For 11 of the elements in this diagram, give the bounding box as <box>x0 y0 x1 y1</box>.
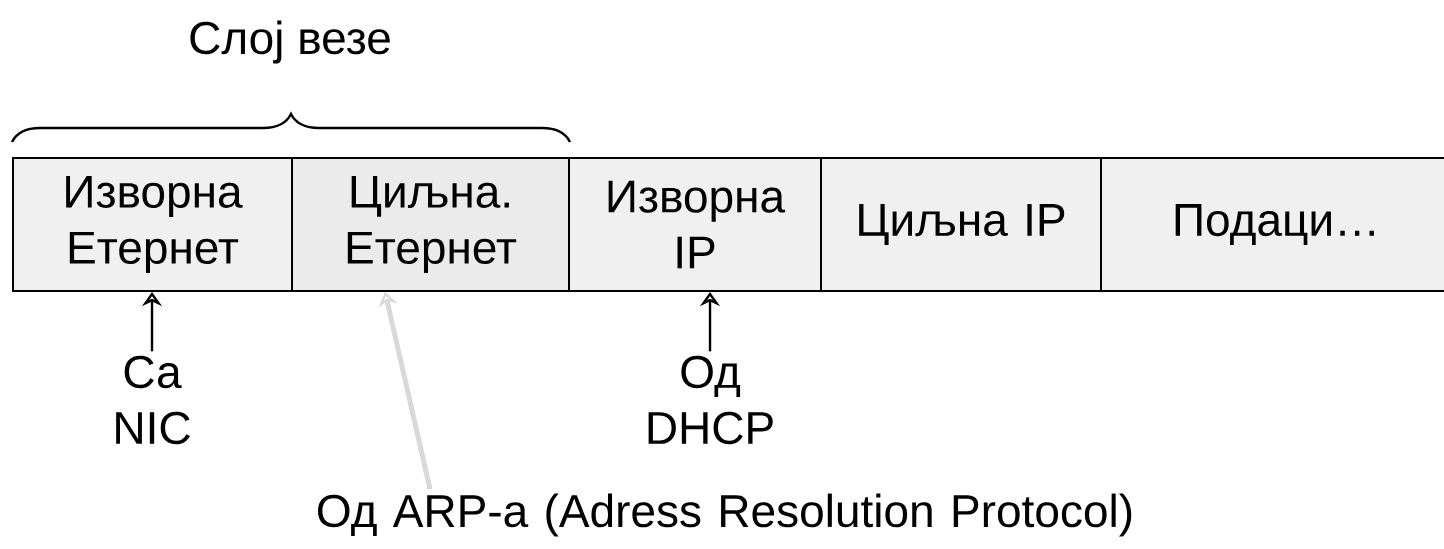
header-field-box: Изворна IP <box>568 157 822 292</box>
source-label: Од ARP-a (Adress Resolution Protocol) <box>318 493 1132 537</box>
header-field-box: Изворна Етернет <box>12 157 293 292</box>
header-field-box: Циљна. Етернет <box>291 157 570 292</box>
node-label: Подаци… <box>1175 204 1374 245</box>
header-field-box: Подаци… <box>1100 157 1444 292</box>
arrow <box>378 292 433 490</box>
source-label: Од DHCP <box>648 355 773 445</box>
layer-label: Слој везе <box>190 20 390 64</box>
header-field-box: Циљна IP <box>820 157 1102 292</box>
source-label: Са NIC <box>116 355 190 445</box>
